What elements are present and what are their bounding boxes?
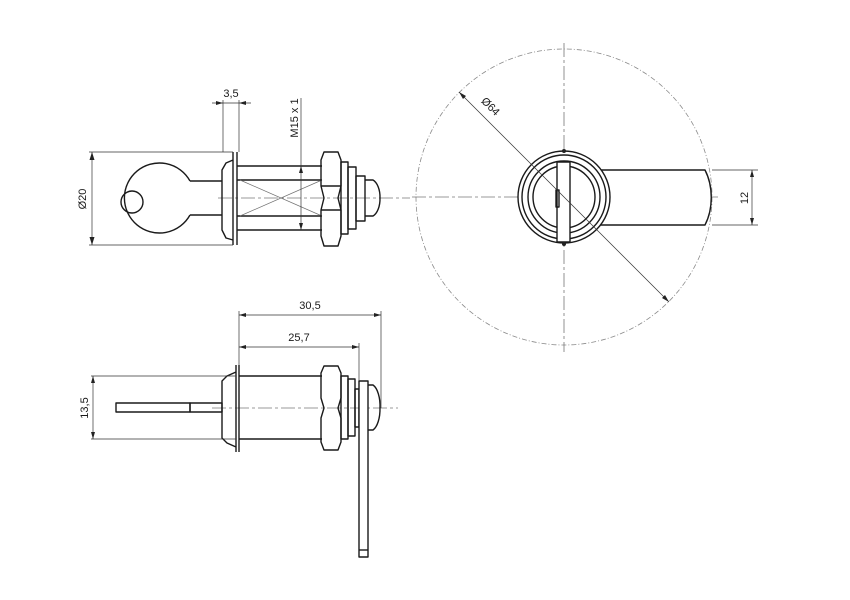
cap bbox=[368, 384, 381, 431]
bezel bbox=[221, 152, 238, 245]
dim-label-diameter-20: Ø20 bbox=[77, 189, 89, 210]
key-slot bbox=[556, 161, 571, 243]
side-view-with-key: Ø20 3,5 M15 x 1 bbox=[77, 88, 410, 247]
bezel bbox=[221, 365, 240, 452]
dimension-thread: M15 x 1 bbox=[289, 98, 303, 230]
marker-bottom bbox=[562, 242, 566, 246]
dim-label-13-5: 13,5 bbox=[79, 397, 91, 418]
hex-nut bbox=[320, 151, 342, 247]
washer bbox=[340, 375, 349, 440]
cam-plate bbox=[358, 380, 369, 558]
marker-top bbox=[562, 149, 566, 153]
lock-body bbox=[239, 375, 322, 440]
key-blade-outer bbox=[115, 402, 191, 413]
dimension-key-height: 13,5 bbox=[79, 375, 236, 440]
cam-arm bbox=[599, 169, 712, 226]
lock-body bbox=[237, 165, 322, 231]
thread-marking bbox=[239, 179, 323, 217]
key-notch bbox=[555, 189, 560, 208]
dimension-flange-thickness: 3,5 bbox=[212, 88, 251, 152]
washer-inner bbox=[347, 378, 356, 437]
dim-label-30-5: 30,5 bbox=[299, 300, 320, 312]
key-bow bbox=[123, 162, 222, 234]
dimension-cam-width: 12 bbox=[712, 169, 758, 226]
spacer bbox=[355, 175, 366, 222]
dimension-body-length: 25,7 bbox=[238, 332, 360, 381]
side-view-with-cam: 13,5 25,7 30,5 bbox=[79, 300, 398, 558]
dim-label-12: 12 bbox=[739, 192, 751, 204]
dimension-key-diameter: Ø20 bbox=[77, 151, 233, 246]
dim-label-3-5: 3,5 bbox=[223, 88, 238, 100]
dim-label-25-7: 25,7 bbox=[288, 332, 309, 344]
key-blade-inner bbox=[189, 402, 223, 413]
dim-label-thread: M15 x 1 bbox=[289, 98, 301, 137]
front-view: Ø64 12 bbox=[412, 43, 758, 352]
cap bbox=[365, 179, 381, 217]
key-hole bbox=[120, 190, 144, 214]
dimension-overall-length: 30,5 bbox=[238, 300, 382, 408]
